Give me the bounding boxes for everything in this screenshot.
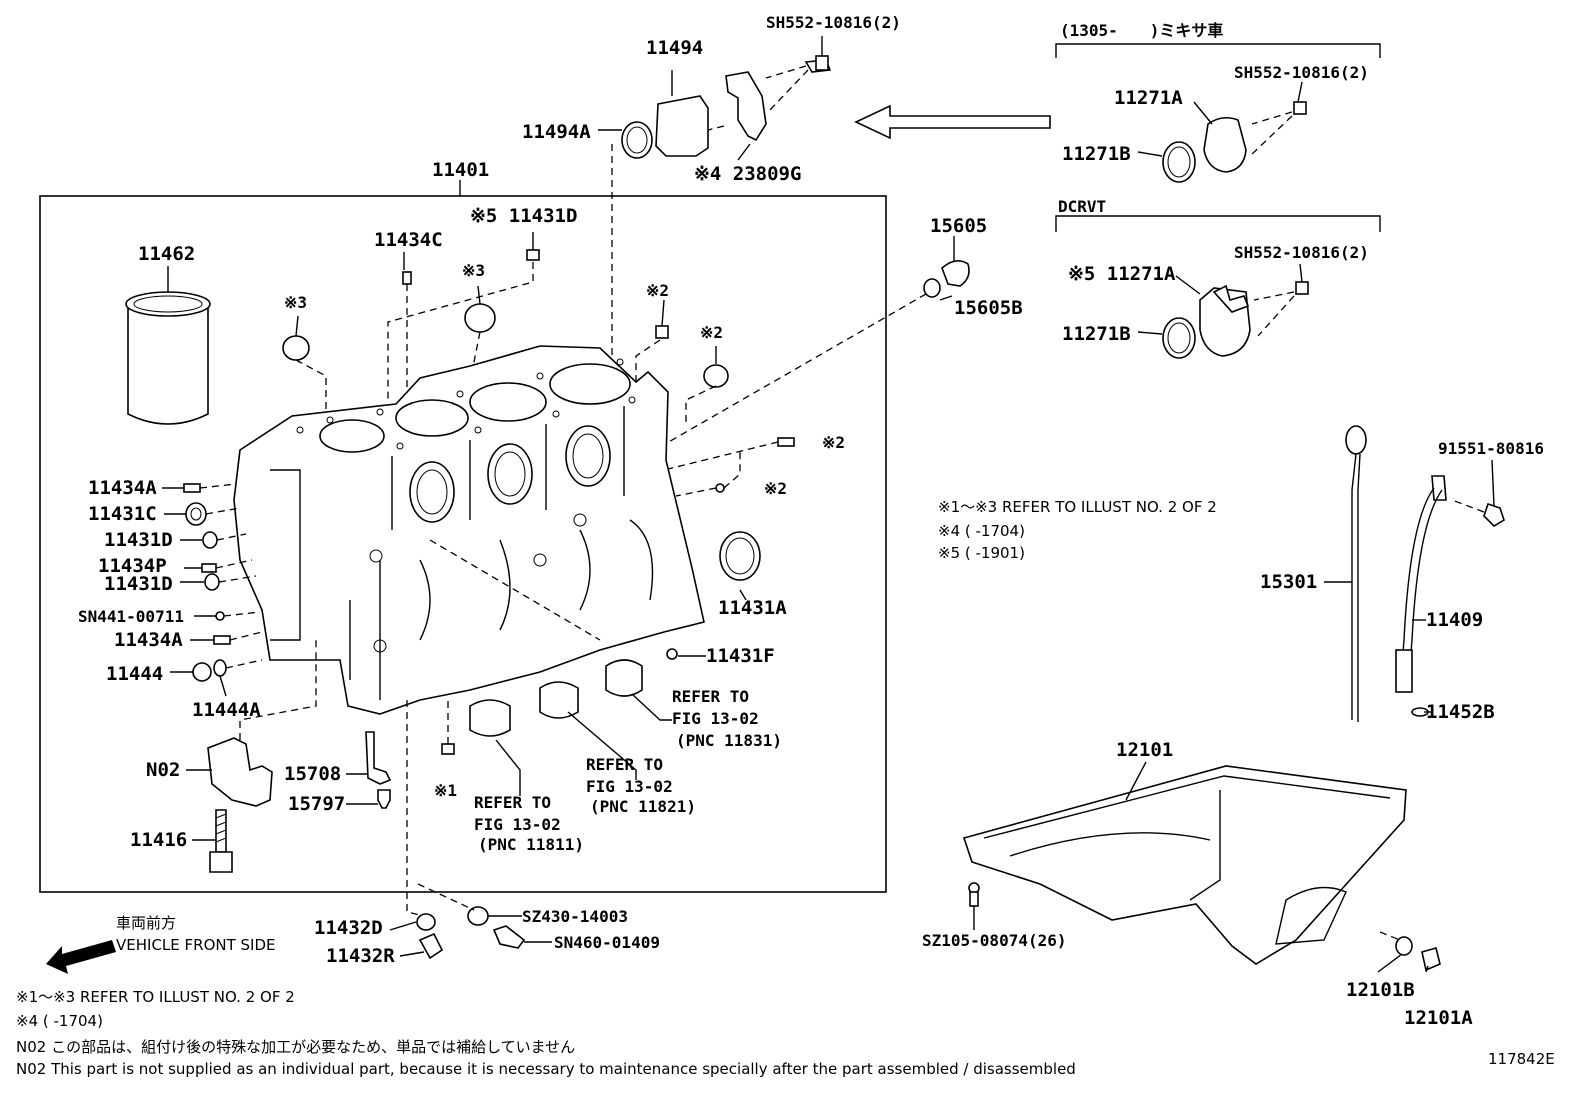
footer-note-2: ※4 ( -1704) xyxy=(16,1012,103,1030)
timing-cover-group xyxy=(611,55,832,372)
label-11432r: 11432R xyxy=(326,945,395,967)
label-11271b-1: 11271B xyxy=(1062,143,1131,165)
ref-1-line3: (PNC 11831) xyxy=(676,731,782,750)
label-11431d-1: 11431D xyxy=(104,529,173,551)
bearings-group xyxy=(429,531,761,737)
label-15797: 15797 xyxy=(288,793,345,815)
label-11431f: 11431F xyxy=(706,645,775,667)
label-mark2-c: ※2 xyxy=(822,433,845,452)
ref-2-line1: REFER TO xyxy=(586,755,663,774)
vehicle-front-en: VEHICLE FRONT SIDE xyxy=(116,936,276,954)
cylinder-liner xyxy=(125,291,211,425)
label-sz430: SZ430-14003 xyxy=(522,907,628,926)
label-12101b: 12101B xyxy=(1346,979,1415,1001)
label-11462: 11462 xyxy=(138,243,195,265)
mid-note-2: ※4 ( -1704) xyxy=(938,522,1025,540)
label-11271a-1: 11271A xyxy=(1114,87,1183,109)
arrow-left-icon xyxy=(854,104,1051,140)
label-11434p: 11434P xyxy=(98,555,167,577)
mid-note-3: ※5 ( -1901) xyxy=(938,544,1025,562)
label-11444a: 11444A xyxy=(192,699,261,721)
vehicle-front-jp: 車両前方 xyxy=(116,914,176,932)
label-11432d: 11432D xyxy=(314,917,383,939)
ref-3-line1: REFER TO xyxy=(474,793,551,812)
engine-block xyxy=(233,345,705,715)
label-12101a: 12101A xyxy=(1404,1007,1473,1029)
footer-note-1: ※1～※3 REFER TO ILLUST NO. 2 OF 2 xyxy=(16,988,295,1006)
label-mark2-b: ※2 xyxy=(700,323,723,342)
label-sh552-top: SH552-10816(2) xyxy=(766,13,901,32)
label-11271a-2: ※5 11271A xyxy=(1068,263,1176,285)
label-11431d-2: 11431D xyxy=(104,573,173,595)
bottom-small-parts xyxy=(406,700,526,960)
label-n02: N02 xyxy=(146,759,180,781)
ref-1-line2: FIG 13-02 xyxy=(672,709,759,728)
mixer-variant-group xyxy=(1055,43,1381,183)
ref-2-line2: FIG 13-02 xyxy=(586,777,673,796)
label-11452b: 11452B xyxy=(1426,701,1495,723)
label-sn441: SN441-00711 xyxy=(78,607,184,626)
label-mark2-a: ※2 xyxy=(646,281,669,300)
label-11494a: 11494A xyxy=(522,121,591,143)
label-mark1: ※1 xyxy=(434,781,457,800)
mid-note-1: ※1～※3 REFER TO ILLUST NO. 2 OF 2 xyxy=(938,498,1217,516)
label-sh552-r2: SH552-10816(2) xyxy=(1234,243,1369,262)
label-15708: 15708 xyxy=(284,763,341,785)
dipstick-group xyxy=(1345,425,1505,722)
label-11444: 11444 xyxy=(106,663,163,685)
label-11431a: 11431A xyxy=(718,597,787,619)
mixer-header: (1305- )ミキサ車 xyxy=(1060,21,1223,40)
ref-3-line2: FIG 13-02 xyxy=(474,815,561,834)
label-11434a-1: 11434A xyxy=(88,477,157,499)
label-11434c: 11434C xyxy=(374,229,443,251)
left-small-parts xyxy=(183,483,263,682)
dcrvt-header: DCRVT xyxy=(1058,197,1106,216)
vehicle-front-arrow-icon xyxy=(46,940,116,974)
label-11431c: 11431C xyxy=(88,503,157,525)
ref-2-line3: (PNC 11821) xyxy=(590,797,696,816)
part-labels: 11494 11494A SH552-10816(2) ※4 23809G 11… xyxy=(78,13,1544,1029)
leader-lines xyxy=(162,36,1495,973)
label-11271b-2: 11271B xyxy=(1062,323,1131,345)
cylinder-block-frame xyxy=(39,195,887,893)
label-11416: 11416 xyxy=(130,829,187,851)
label-11409: 11409 xyxy=(1426,609,1483,631)
figure-id: 117842E xyxy=(1488,1050,1555,1068)
bearing-cap-group xyxy=(207,640,455,873)
label-12101: 12101 xyxy=(1116,739,1173,761)
label-mark3-b: ※3 xyxy=(462,261,485,280)
label-91551: 91551-80816 xyxy=(1438,439,1544,458)
label-11434a-2: 11434A xyxy=(114,629,183,651)
mid-notes: ※1～※3 REFER TO ILLUST NO. 2 OF 2 ※4 ( -1… xyxy=(938,498,1217,562)
footer-note-4: N02 This part is not supplied as an indi… xyxy=(16,1060,1076,1078)
footer-note-3: N02 この部品は、組付け後の特殊な加工が必要なため、単品では補給していません xyxy=(16,1038,575,1056)
label-11494: 11494 xyxy=(646,37,703,59)
label-11401: 11401 xyxy=(432,159,489,181)
dcrvt-variant-group xyxy=(1055,215,1381,359)
label-15605b: 15605B xyxy=(954,297,1023,319)
ref-1-line1: REFER TO xyxy=(672,687,749,706)
oil-pan xyxy=(962,765,1441,972)
label-23809g: ※4 23809G xyxy=(694,163,801,185)
label-mark2-d: ※2 xyxy=(764,479,787,498)
label-15605: 15605 xyxy=(930,215,987,237)
plugs-group xyxy=(282,249,970,640)
label-sn460: SN460-01409 xyxy=(554,933,660,952)
label-sh552-r1: SH552-10816(2) xyxy=(1234,63,1369,82)
label-15301: 15301 xyxy=(1260,571,1317,593)
label-sz105: SZ105-08074(26) xyxy=(922,931,1067,950)
label-11431d-top: ※5 11431D xyxy=(470,205,577,227)
label-mark3-a: ※3 xyxy=(284,293,307,312)
footer-notes: ※1～※3 REFER TO ILLUST NO. 2 OF 2 ※4 ( -1… xyxy=(16,988,1076,1078)
ref-3-line3: (PNC 11811) xyxy=(478,835,584,854)
